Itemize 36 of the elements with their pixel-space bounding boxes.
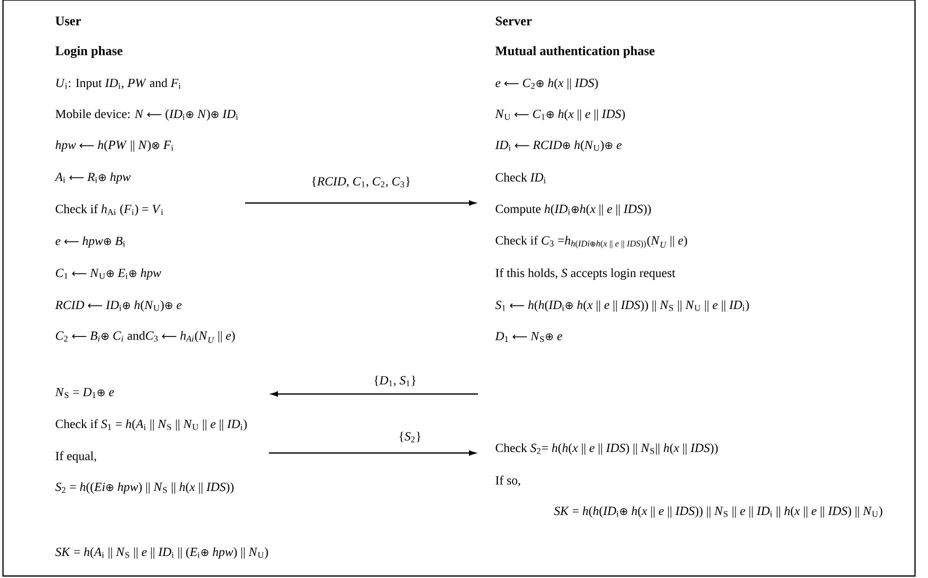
- column-heading: User: [56, 16, 81, 26]
- protocol-step: Compute h(ID$_{i}$⊕h(x || e || IDS)): [496, 204, 651, 216]
- protocol-step: $\text{\textit{C}}_{\text{2}}\text{ ⟵ \textit{B}}_{\textit{i}}\text{⊕ \textit{C}}_{\textit{i}}\text{ and\textit{C}}_{\text{3}}\text{ ⟵ \textit{h}}_{\textit{Ai}}\text{(\textit{N}}_{\textit{U}}\text{ || \textit{e})}$: [56, 331, 235, 343]
- protocol-step: hpw ⟵ h(PW || N)⊗ F$_{i}$: [56, 140, 174, 152]
- protocol-step: Check ID$_{i}$: [496, 172, 546, 184]
- column-heading: Server: [496, 16, 532, 26]
- protocol-step: If this holds, S accepts login request: [496, 268, 676, 280]
- protocol-step: S$_{2}$ = h((Ei⊕ hpw) || N$_{S}$ || h(x || IDS)): [55, 482, 234, 494]
- protocol-step: D$_{1}$ ⟵ N$_{S}$⊕ e: [495, 332, 562, 342]
- protocol-step: N$_{S}$ = D$_{1}$⊕ e: [55, 388, 114, 398]
- message-label: {S$_{2}$}: [397, 430, 423, 444]
- protocol-step: Check if h$_{Ai}$ (F$_{i}$) = V$_{i}$: [56, 204, 164, 216]
- protocol-step: If equal,: [56, 451, 96, 463]
- protocol-step: If so,: [496, 476, 520, 486]
- protocol-step: Check if S$_{1}$ = h(A$_{i}$ || N$_{S}$ || N$_{U}$ || e || ID$_{i}$): [56, 419, 247, 431]
- message-label: {RCID, C$_{1}$, C$_{2}$, C$_{3}$}: [310, 176, 412, 188]
- protocol-step: Mobile device: N ⟵ (ID$_{i}$⊕ N)⊕ ID$_{i}$: [56, 109, 238, 121]
- protocol-step: S$_{1}$ ⟵ h(h(ID$_{i}$⊕ h(x || e || IDS)) || N$_{S}$ || N$_{U}$ || e || ID$_{i}$): [495, 300, 749, 312]
- protocol-step: C$_{1}$ ⟵ N$_{U}$⊕ E$_{i}$⊕ hpw: [56, 268, 162, 280]
- protocol-step: Check S$_{2}$= h(h(x || e || IDS) || N$_{S}$|| h(x || IDS)): [496, 443, 718, 455]
- protocol-step: $\text{Check if \textit{C}}_{\text{3}}\text{ =\textit{h}}_{\text{\textit{h}(\textit{IDi}⊕\textit{h}(\textit{x} || \textit{e} || \textit{IDS}))}}\text{(\textit{N}}_{\textit{U}}\text{ || \textit{e})}$: [496, 236, 688, 248]
- phase-heading: Login phase: [55, 46, 122, 58]
- protocol-step: A$_{i}$ ⟵ R$_{i}$⊕ hpw: [54, 172, 131, 184]
- message-arrow: [268, 450, 476, 456]
- message-arrow: [271, 391, 478, 397]
- protocol-step: N$_{U}$ ⟵ C$_{1}$⊕ h(x || e || IDS): [495, 109, 625, 121]
- message-arrow: [245, 200, 476, 206]
- protocol-step: e ⟵ C$_{2}$⊕ h(x || IDS): [496, 78, 598, 90]
- phase-heading: Mutual authentication phase: [495, 46, 654, 58]
- message-label: {D$_{1}$, S$_{1}$}: [372, 374, 418, 388]
- protocol-step: ID$_{i}$ ⟵ RCID⊕ h(N$_{U}$)⊕ e: [495, 140, 622, 152]
- protocol-step: RCID ⟵ ID$_{i}$⊕ h(N$_{U}$)⊕ e: [55, 300, 182, 312]
- protocol-step: SK = h(h(ID$_{i}$⊕ h(x || e || IDS)) || N$_{S}$ || e || ID$_{i}$ || h(x || e || IDS) || N$_{U}$): [554, 506, 882, 518]
- protocol-step: e ⟵ hpw⊕ B$_{i}$: [56, 236, 125, 248]
- protocol-step: SK = h(A$_{i}$ || N$_{S}$ || e || ID$_{i}$ || (E$_{i}$⊕ hpw) || N$_{U}$): [55, 547, 268, 559]
- protocol-step: U$_{i}$: Input ID$_{i}$, PW and F$_{i}$: [56, 78, 181, 90]
